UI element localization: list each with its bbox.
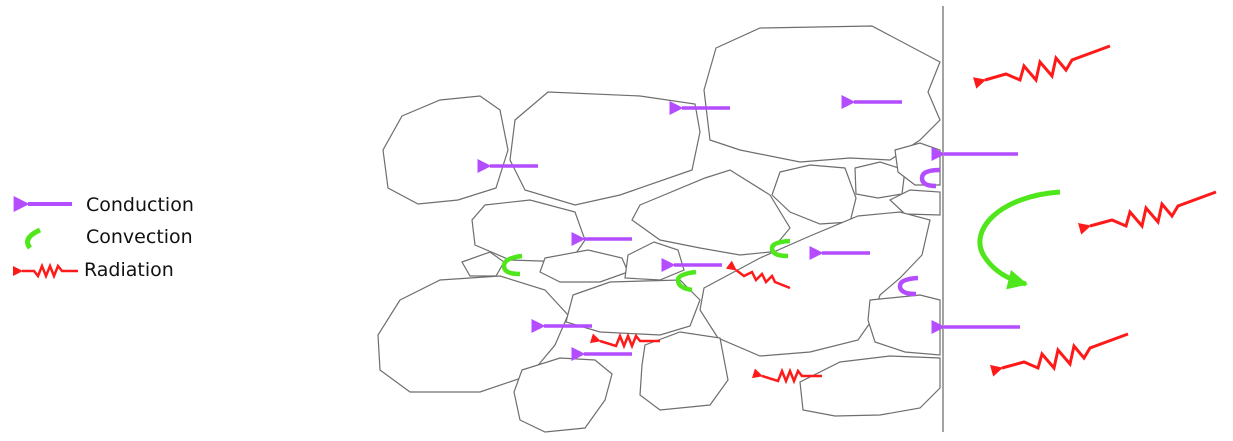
radiation-wavy-arrow-icon [1078,190,1217,235]
radiation-wavy-arrow-icon [990,332,1129,377]
particle [624,241,685,281]
radiation-wavy-arrow-icon [589,332,660,350]
particle [461,251,505,277]
particle [539,249,629,283]
particle [509,91,701,206]
particle [377,275,569,393]
particle [639,331,729,411]
radiation-wavy-arrow-icon [725,260,791,290]
convection-curl-icon [919,167,941,189]
convection-large-arrow-icon [977,189,1061,290]
radiation-arrows [589,44,1217,385]
particle [894,142,941,186]
radiation-wavy-arrow-icon [751,367,822,385]
convection-curl-icon [769,238,791,259]
particle [771,164,857,225]
convection-curve-icon [25,227,42,250]
convection-arrows [501,167,1061,297]
particle [888,189,941,216]
particle [799,355,941,417]
particle [631,169,791,256]
particle [703,25,941,163]
legend-convection: Convection [25,226,193,250]
conduction-arrows [477,95,1020,361]
legend-conduction-label: Conduction [86,194,194,216]
particle-bed [377,25,941,433]
particle [513,357,613,433]
legend-radiation-label: Radiation [84,259,174,281]
legend-radiation: Radiation [12,259,174,281]
convection-curl-icon [501,253,523,277]
particle [867,294,941,356]
legend-convection-label: Convection [86,226,193,248]
radiation-wavy-icon [12,262,78,280]
legend-conduction: Conduction [13,194,194,216]
legend: Conduction Convection Radiation [12,194,194,281]
radiation-wavy-arrow-icon [972,44,1111,89]
convection-curl-icon [897,275,919,297]
particle [382,95,509,205]
particle [699,211,931,357]
convection-curl-icon [675,269,697,293]
